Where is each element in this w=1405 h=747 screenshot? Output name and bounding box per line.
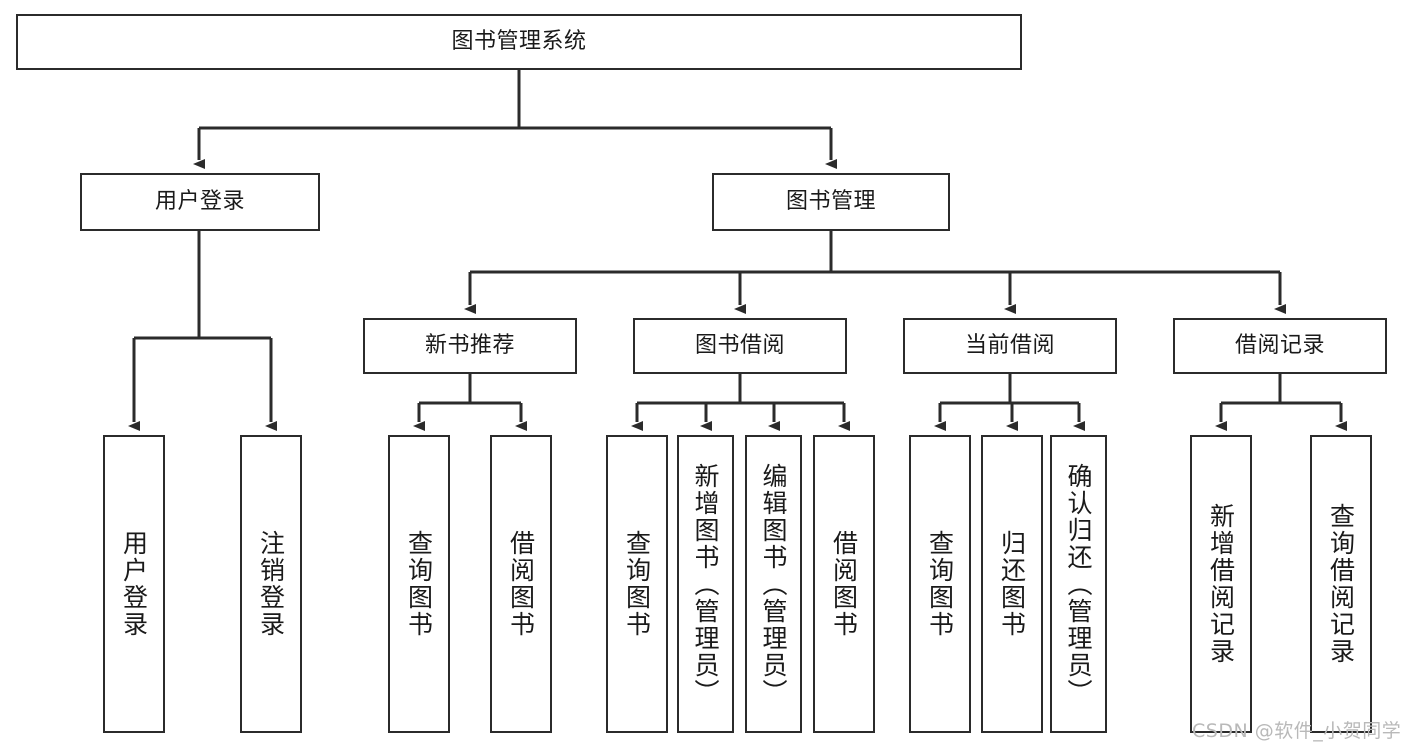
node-leaf-query-record-label: 查询借阅记录 — [1326, 503, 1356, 665]
node-current-borrow[interactable]: 当前借阅 — [903, 318, 1117, 374]
node-user-login[interactable]: 用户登录 — [80, 173, 320, 231]
node-leaf-user-login[interactable]: 用户登录 — [103, 435, 165, 733]
node-leaf-return-book-label: 归还图书 — [997, 530, 1027, 638]
node-book-manage-label: 图书管理 — [785, 189, 876, 215]
node-leaf-borrow-book-1[interactable]: 借阅图书 — [490, 435, 552, 733]
node-new-book-rec-label: 新书推荐 — [424, 333, 515, 359]
node-borrow-record-label: 借阅记录 — [1234, 333, 1325, 359]
node-leaf-add-book[interactable]: 新增图书（管理员） — [677, 435, 734, 733]
node-book-manage[interactable]: 图书管理 — [712, 173, 950, 231]
node-leaf-confirm-return[interactable]: 确认归还（管理员） — [1050, 435, 1107, 733]
node-leaf-borrow-book-2[interactable]: 借阅图书 — [813, 435, 875, 733]
node-leaf-borrow-book-1-label: 借阅图书 — [506, 530, 536, 638]
node-leaf-query-book-2-label: 查询图书 — [622, 530, 652, 638]
node-current-borrow-label: 当前借阅 — [964, 333, 1055, 359]
node-leaf-query-book-1-label: 查询图书 — [404, 530, 434, 638]
node-new-book-rec[interactable]: 新书推荐 — [363, 318, 577, 374]
node-root[interactable]: 图书管理系统 — [16, 14, 1022, 70]
node-root-label: 图书管理系统 — [451, 29, 587, 55]
node-leaf-user-logout[interactable]: 注销登录 — [240, 435, 302, 733]
node-leaf-edit-book-label: 编辑图书（管理员） — [759, 462, 788, 706]
node-borrow-record[interactable]: 借阅记录 — [1173, 318, 1387, 374]
node-leaf-query-book-3[interactable]: 查询图书 — [909, 435, 971, 733]
node-leaf-borrow-book-2-label: 借阅图书 — [829, 530, 859, 638]
node-leaf-query-book-1[interactable]: 查询图书 — [388, 435, 450, 733]
node-leaf-add-record-label: 新增借阅记录 — [1206, 503, 1236, 665]
node-leaf-return-book[interactable]: 归还图书 — [981, 435, 1043, 733]
node-leaf-add-book-label: 新增图书（管理员） — [691, 462, 720, 706]
node-leaf-query-book-3-label: 查询图书 — [925, 530, 955, 638]
node-leaf-add-record[interactable]: 新增借阅记录 — [1190, 435, 1252, 733]
node-leaf-user-logout-label: 注销登录 — [256, 530, 286, 638]
node-leaf-user-login-label: 用户登录 — [119, 530, 149, 638]
node-leaf-query-record[interactable]: 查询借阅记录 — [1310, 435, 1372, 733]
node-book-borrow[interactable]: 图书借阅 — [633, 318, 847, 374]
node-leaf-confirm-return-label: 确认归还（管理员） — [1064, 462, 1093, 706]
node-leaf-edit-book[interactable]: 编辑图书（管理员） — [745, 435, 802, 733]
node-leaf-query-book-2[interactable]: 查询图书 — [606, 435, 668, 733]
node-book-borrow-label: 图书借阅 — [694, 333, 785, 359]
node-user-login-label: 用户登录 — [154, 189, 245, 215]
